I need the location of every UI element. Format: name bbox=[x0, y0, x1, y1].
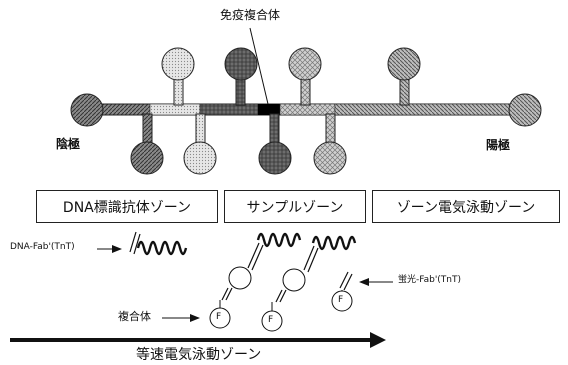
itp-arrow-head bbox=[370, 332, 386, 348]
zone-electrophoresis: ゾーン電気泳動ゾーン bbox=[372, 190, 560, 223]
cathode-reservoir bbox=[70, 93, 104, 127]
zone-sample: サンプルゾーン bbox=[224, 190, 366, 223]
cathode-label: 陰極 bbox=[56, 137, 81, 151]
itp-zone-label: 等速電気泳動ゾーン bbox=[136, 347, 262, 363]
zone-sample-text: サンプルゾーン bbox=[246, 199, 344, 216]
dna-fab-label: DNA-Fab'(TnT) bbox=[10, 242, 75, 252]
zone-dna-label: DNA標識抗体ゾーン bbox=[36, 190, 218, 223]
top-reservoirs bbox=[161, 47, 421, 106]
zone-electrophoresis-text: ゾーン電気泳動ゾーン bbox=[396, 199, 536, 216]
f-label-2: F bbox=[268, 315, 274, 325]
f-marker-1 bbox=[209, 307, 231, 329]
main-channel bbox=[84, 103, 526, 116]
immune-complex-label: 免疫複合体 bbox=[220, 8, 281, 22]
complex-label: 複合体 bbox=[118, 310, 151, 323]
fluor-fab-label: 蛍光-Fab'(TnT) bbox=[398, 275, 462, 285]
anode-reservoir bbox=[508, 93, 542, 127]
f-marker-3 bbox=[331, 290, 353, 312]
zone-dna-text: DNA標識抗体ゾーン bbox=[62, 199, 192, 216]
immune-complex-leader bbox=[249, 27, 269, 105]
bottom-reservoirs bbox=[130, 113, 347, 175]
anode-label: 陽極 bbox=[486, 138, 511, 152]
f-label-1: F bbox=[216, 312, 222, 322]
f-label-3: F bbox=[338, 295, 344, 305]
dna-fab-molecule bbox=[129, 231, 188, 256]
f-marker-2 bbox=[261, 310, 283, 332]
complex-2 bbox=[271, 235, 357, 314]
